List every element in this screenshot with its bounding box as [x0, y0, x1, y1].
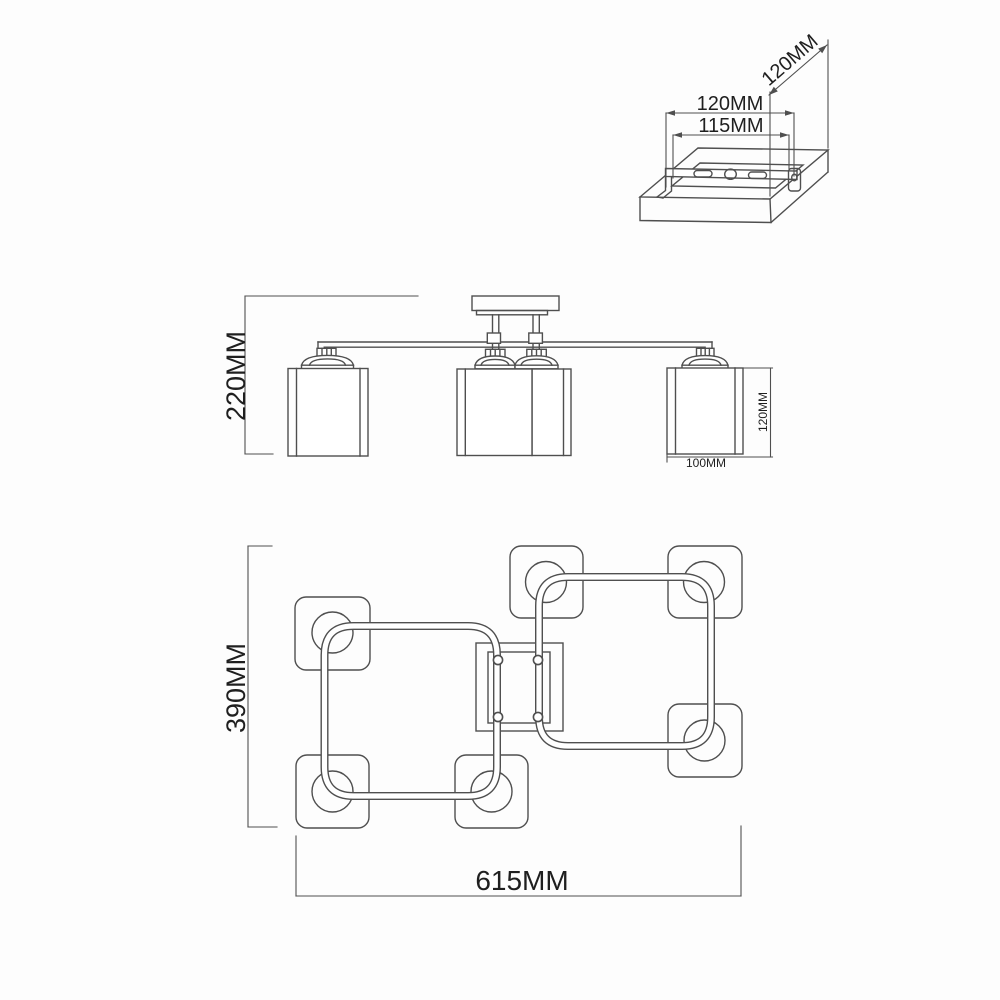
dim-label-front-height: 220MM — [221, 331, 251, 421]
dim-label-shade-width: 100MM — [686, 456, 726, 470]
plan-shade-top-middle — [509, 545, 584, 619]
dim-label-bracket-width: 120MM — [697, 93, 764, 115]
plan-shade-top-left — [294, 596, 371, 671]
plan-shade-bottom-left — [295, 754, 370, 829]
plan-view: 390MM 615MM — [221, 545, 743, 897]
plan-shade-top-right — [667, 545, 743, 619]
bar-slot-left — [693, 169, 713, 178]
lampholder-right — [681, 347, 729, 370]
bracket-dimensions — [665, 39, 829, 197]
stem-collars — [486, 332, 544, 345]
shade-center-front — [456, 368, 533, 457]
shade-dimensions — [666, 367, 774, 463]
plan-shades — [294, 545, 743, 829]
horizontal-arm — [317, 341, 713, 352]
front-shades — [287, 367, 744, 457]
dim-label-shade-height: 120MM — [756, 392, 770, 432]
plate-screws — [492, 654, 544, 723]
tube-frame-right — [535, 573, 715, 750]
bar-hole-center — [724, 168, 738, 180]
bar-foot-left — [656, 175, 673, 199]
bracket-box-recess — [670, 162, 805, 189]
dimension-arrowheads — [666, 45, 827, 138]
dim-label-bracket-depth: 120MM — [758, 30, 823, 90]
dim-label-bracket-hole-spacing: 115MM — [698, 115, 763, 137]
bar-slot-right — [747, 171, 768, 180]
plan-shade-bottom-middle — [454, 754, 529, 829]
shade-center-back — [531, 368, 572, 457]
plan-dimensions — [247, 545, 742, 897]
dim-label-plan-length: 615MM — [475, 865, 568, 896]
mounting-bar — [656, 167, 802, 199]
front-view: 220MM 120MM 100MM — [221, 295, 774, 470]
lampholder-center-left — [474, 348, 516, 370]
ceiling-canopy — [471, 295, 560, 316]
shade-left — [287, 367, 369, 457]
shade-right — [666, 367, 744, 455]
plan-shade-bottom-right — [667, 703, 743, 778]
lampholder-center-right — [514, 348, 559, 370]
plan-mounting-plate — [475, 642, 564, 732]
lampholder-left — [300, 347, 355, 370]
front-height-dimension — [244, 295, 419, 455]
bracket-box — [638, 147, 830, 224]
tube-frame-left — [320, 622, 501, 800]
bracket-iso-view: 120MM 115MM 120MM — [638, 30, 830, 224]
dim-label-plan-depth: 390MM — [221, 643, 251, 733]
